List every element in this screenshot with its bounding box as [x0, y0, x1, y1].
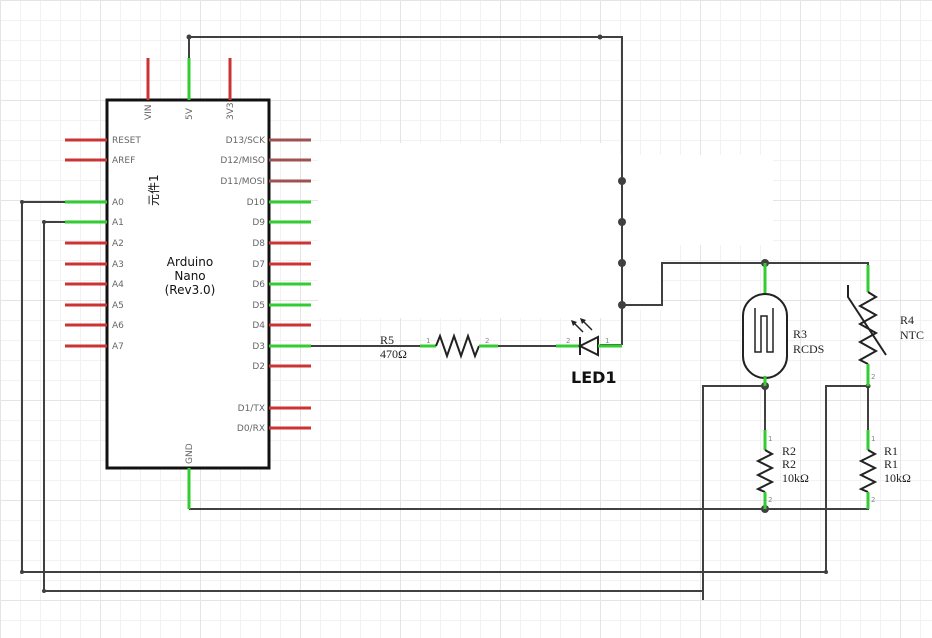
- arduino-title-line3: (Rev3.0): [165, 283, 216, 297]
- r2-pin1-label: 1: [768, 435, 772, 443]
- r5-zigzag-icon: [435, 332, 480, 360]
- pin-label-d7: D7: [252, 260, 265, 270]
- junction-dot: [618, 218, 626, 226]
- wire-a0-sense[interactable]: [825, 385, 868, 572]
- led1-pin1-label: 1: [605, 337, 609, 345]
- pin-label-d1-tx: D1/TX: [238, 404, 265, 414]
- pin-label-d2: D2: [252, 362, 265, 372]
- r5-value: 470Ω: [380, 347, 407, 361]
- r2-ref2: R2: [782, 457, 796, 471]
- junction-dot: [618, 301, 626, 309]
- led1-ref: LED1: [571, 368, 617, 387]
- pin-label-d8: D8: [252, 239, 265, 249]
- junction-dot: [618, 177, 626, 185]
- resistor-r2[interactable]: 1 2 R2 R2 10kΩ: [755, 430, 809, 509]
- pin-label-d12: D12/MISO: [220, 156, 265, 166]
- pin-label-a1: A1: [112, 218, 124, 228]
- r4-pin2-label: 2: [871, 373, 875, 381]
- pin-label-a5: A5: [112, 301, 124, 311]
- resistor-r1[interactable]: 1 2 R1 R1 10kΩ: [858, 430, 911, 509]
- pin-label-a3: A3: [112, 260, 124, 270]
- led1-arrowhead-icon: [571, 320, 577, 326]
- thermistor-r4[interactable]: 2 R4 NTC: [847, 265, 924, 386]
- led1-arrowhead-icon: [580, 318, 586, 324]
- junction-dot: [20, 570, 24, 574]
- junction-dot: [618, 259, 626, 267]
- pin-label-a4: A4: [112, 280, 124, 290]
- r1-ref: R1: [884, 444, 898, 458]
- pin-label-a0: A0: [112, 198, 124, 208]
- pin-label-d0-rx: D0/RX: [237, 424, 265, 434]
- junction-dot: [42, 220, 46, 224]
- pin-label-gnd: GND: [185, 443, 195, 464]
- junction-dot: [186, 34, 192, 40]
- wire-top-sensor-bus[interactable]: [622, 262, 869, 306]
- r2-pin2-label: 2: [768, 496, 772, 504]
- r4-ntc-slash-icon: [847, 285, 887, 356]
- r1-ref2: R1: [884, 457, 898, 471]
- pin-label-3v3: 3V3: [226, 102, 236, 120]
- r4-value: NTC: [900, 328, 924, 342]
- arduino-body[interactable]: [105, 98, 271, 470]
- wire-5v-bus[interactable]: [188, 36, 623, 345]
- r1-zigzag-icon: [858, 449, 878, 493]
- pin-label-a6: A6: [112, 321, 124, 331]
- junctions: [20, 34, 871, 593]
- r3-ldr-track-icon: [754, 308, 774, 353]
- r1-pin2-label: 2: [871, 496, 875, 504]
- pin-label-d9: D9: [252, 218, 265, 228]
- arduino-ref-label: 元件1: [147, 174, 161, 206]
- r1-value: 10kΩ: [884, 471, 911, 485]
- arduino-title-line1: Arduino: [167, 255, 213, 269]
- pin-label-d6: D6: [252, 280, 265, 290]
- blank-area: [618, 245, 663, 310]
- r3-value: RCDS: [793, 342, 824, 356]
- pin-label-vin: VIN: [144, 104, 154, 120]
- r5-pin2-label: 2: [485, 337, 489, 345]
- junction-dot: [42, 589, 46, 593]
- r3-body: [742, 293, 788, 379]
- r3-ref: R3: [793, 327, 807, 341]
- led1-diode-icon: [577, 335, 599, 357]
- led1-pin2-label: 2: [566, 337, 570, 345]
- wire-a0[interactable]: [21, 201, 826, 573]
- arduino-nano[interactable]: VIN 5V 3V3 RESET AREF A0 A1 A2 A3 A4 A5 …: [65, 58, 311, 509]
- r1-pin1-label: 1: [871, 435, 875, 443]
- r5-pin1-label: 1: [426, 337, 430, 345]
- junction-dot: [597, 34, 603, 40]
- wire-a1-sense[interactable]: [702, 385, 765, 600]
- r5-ref: R5: [380, 333, 394, 347]
- r2-zigzag-icon: [755, 449, 775, 493]
- r2-value: 10kΩ: [782, 471, 809, 485]
- pin-label-d5: D5: [252, 301, 265, 311]
- pin-label-a2: A2: [112, 239, 124, 249]
- pin-label-5v: 5V: [185, 107, 195, 120]
- pin-label-reset: RESET: [112, 136, 141, 146]
- pin-label-a7: A7: [112, 342, 124, 352]
- junction-dot: [824, 570, 828, 574]
- pin-label-d10: D10: [247, 198, 266, 208]
- r4-ref: R4: [900, 313, 914, 327]
- pin-label-d4: D4: [252, 321, 265, 331]
- blank-area: [618, 155, 773, 245]
- r2-ref: R2: [782, 444, 796, 458]
- arduino-title-line2: Nano: [174, 269, 205, 283]
- led-led1[interactable]: 2 1 LED1: [556, 318, 622, 387]
- pin-label-d11: D11/MOSI: [220, 177, 265, 187]
- blank-area: [318, 143, 618, 318]
- pin-label-d3: D3: [252, 342, 265, 352]
- photoresistor-r3[interactable]: R3 RCDS: [742, 263, 824, 386]
- pin-label-d13: D13/SCK: [226, 136, 266, 146]
- pin-label-aref: AREF: [112, 156, 135, 166]
- resistor-r5[interactable]: 1 2 R5 470Ω: [380, 332, 498, 361]
- junction-dot: [20, 200, 24, 204]
